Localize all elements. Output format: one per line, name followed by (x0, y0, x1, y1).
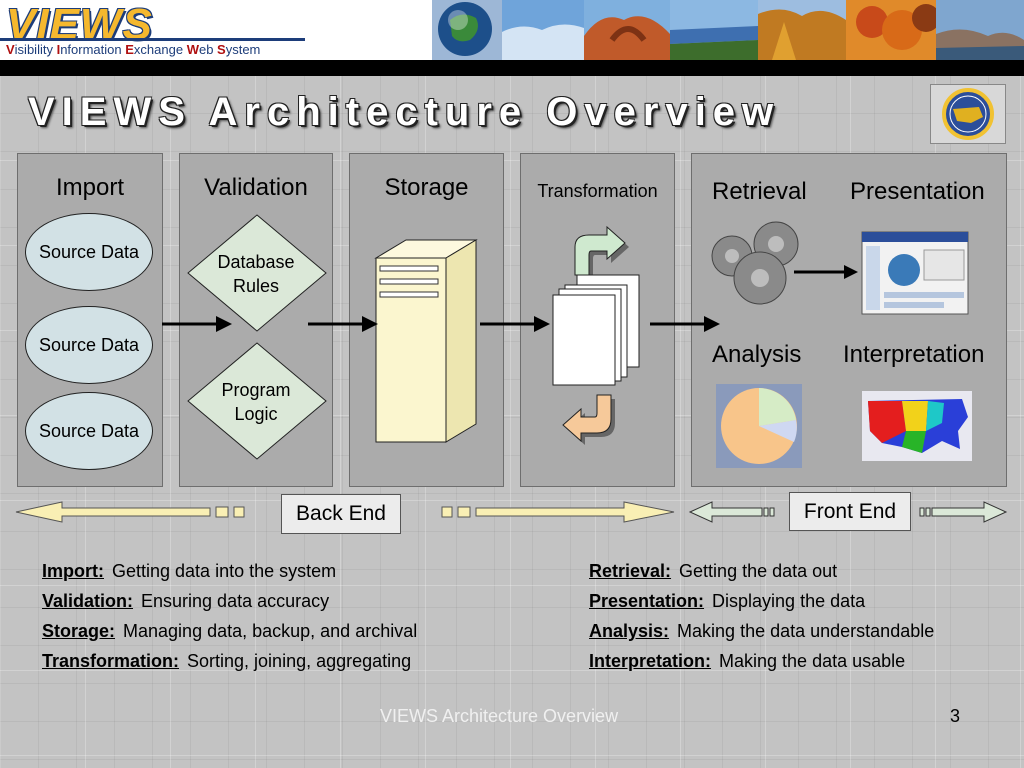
arrow-retrieval-to-presentation (794, 265, 858, 279)
label-validation: Validation (204, 174, 308, 201)
page-number: 3 (950, 706, 961, 726)
footer-text: VIEWS Architecture Overview (380, 706, 619, 726)
gear-icon (711, 221, 799, 305)
definition-interpretation: Interpretation:Making the data usable (589, 651, 906, 671)
label-presentation: Presentation (850, 178, 985, 205)
us-map-icon (862, 391, 972, 461)
definition-presentation: Presentation:Displaying the data (589, 591, 866, 611)
seal-icon (930, 84, 1006, 144)
source-data-node: Source Data (25, 306, 153, 384)
landscape-photo-strip (432, 0, 1024, 60)
definition-retrieval: Retrieval:Getting the data out (589, 561, 838, 581)
logo-rule (0, 38, 305, 41)
web-page-icon (861, 231, 969, 315)
server-icon (374, 239, 478, 443)
arrow-transformation-to-retrieval (650, 316, 720, 332)
label-storage: Storage (384, 174, 469, 201)
documents-icon (552, 225, 640, 445)
back-end-right-arrow (441, 501, 675, 523)
label-interpretation: Interpretation (843, 341, 985, 368)
header-divider (0, 60, 1024, 76)
label-import: Import (55, 174, 124, 201)
source-data-node: Source Data (25, 213, 153, 291)
definition-import: Import:Getting data into the system (42, 561, 337, 581)
front-end-label: Front End (789, 492, 911, 531)
front-end-right-arrow (919, 501, 1008, 523)
diamond-database-rules (187, 214, 327, 332)
source-data-node: Source Data (25, 392, 153, 470)
back-end-left-arrow (15, 501, 245, 523)
program-logic-label: Program Logic (221, 380, 291, 424)
definition-analysis: Analysis:Making the data understandable (589, 621, 935, 641)
definition-storage: Storage:Managing data, backup, and archi… (42, 621, 418, 641)
diamond-program-logic (187, 342, 327, 460)
definition-validation: Validation:Ensuring data accuracy (42, 591, 330, 611)
arrow-storage-to-transformation (480, 316, 550, 332)
front-end-left-arrow (688, 501, 775, 523)
slide-title: VIEWS Architecture Overview (28, 90, 781, 134)
definition-transformation: Transformation:Sorting, joining, aggrega… (42, 651, 412, 671)
label-analysis: Analysis (712, 341, 802, 368)
label-retrieval: Retrieval (712, 178, 807, 205)
pie-chart-icon (716, 384, 802, 468)
label-transformation: Transformation (537, 181, 658, 201)
back-end-label: Back End (281, 494, 401, 534)
arrow-import-to-validation (162, 316, 232, 332)
arrow-validation-to-storage (308, 316, 378, 332)
database-rules-label: Database Rules (217, 252, 295, 296)
logo-subtitle: Visibility Information Exchange Web Syst… (6, 42, 261, 57)
